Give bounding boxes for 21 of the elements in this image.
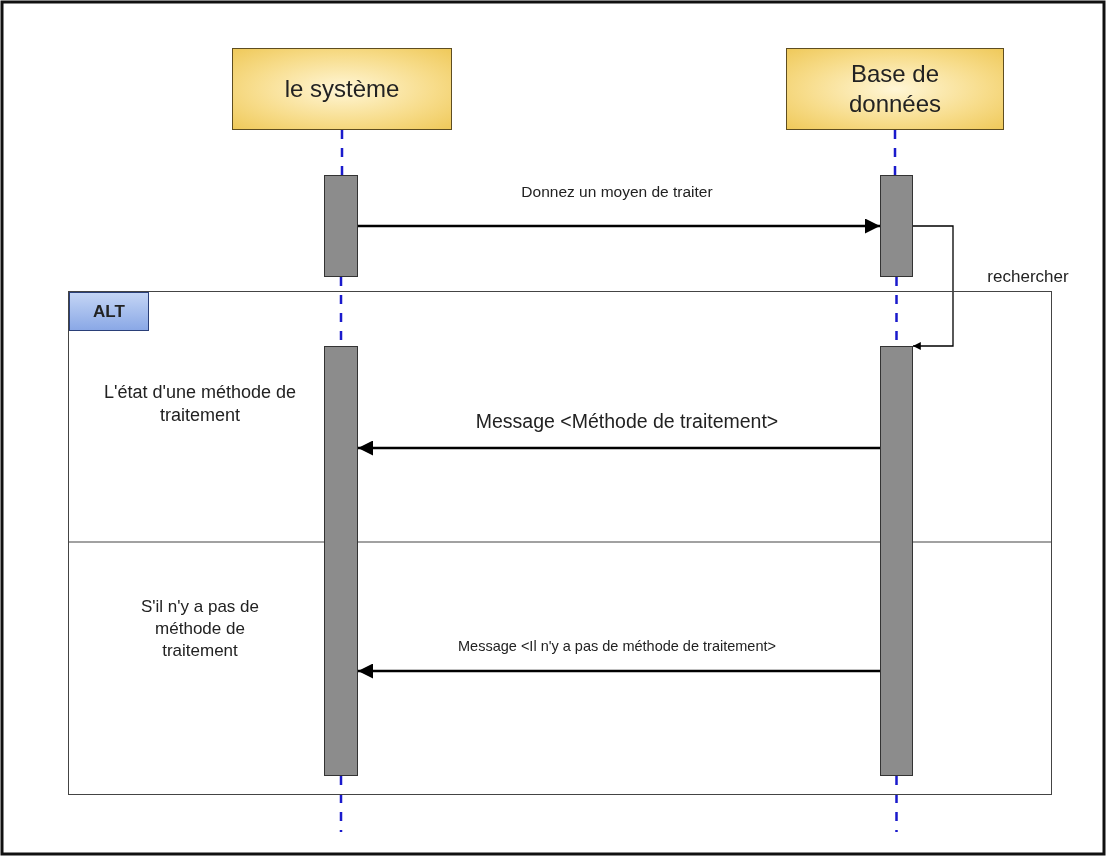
message-arrow bbox=[358, 218, 880, 234]
message-arrow bbox=[912, 225, 954, 350]
participant-box: le système bbox=[232, 48, 452, 130]
participant-box: Base de données bbox=[786, 48, 1004, 130]
alt-frame bbox=[68, 291, 1052, 795]
activation-bar bbox=[880, 175, 913, 277]
edge-label: Message <Méthode de traitement> bbox=[475, 410, 779, 433]
activation-bar bbox=[324, 175, 358, 277]
lifeline bbox=[339, 776, 343, 832]
lifeline bbox=[895, 776, 898, 832]
guard-condition: S'il n'y a pas de méthode de traitement bbox=[140, 596, 260, 663]
lifeline bbox=[893, 130, 897, 175]
lifeline bbox=[340, 130, 344, 175]
edge-label: Message <Il n'y a pas de méthode de traitement> bbox=[458, 638, 776, 655]
guard-condition: L'état d'une méthode de traitement bbox=[103, 381, 297, 428]
activation-bar bbox=[323, 345, 358, 776]
edge-label: Donnez un moyen de traiter bbox=[521, 183, 713, 201]
message-arrow bbox=[358, 663, 880, 679]
message-arrow bbox=[358, 440, 880, 456]
activation-bar bbox=[879, 345, 913, 776]
frame-tag: ALT bbox=[69, 292, 149, 331]
